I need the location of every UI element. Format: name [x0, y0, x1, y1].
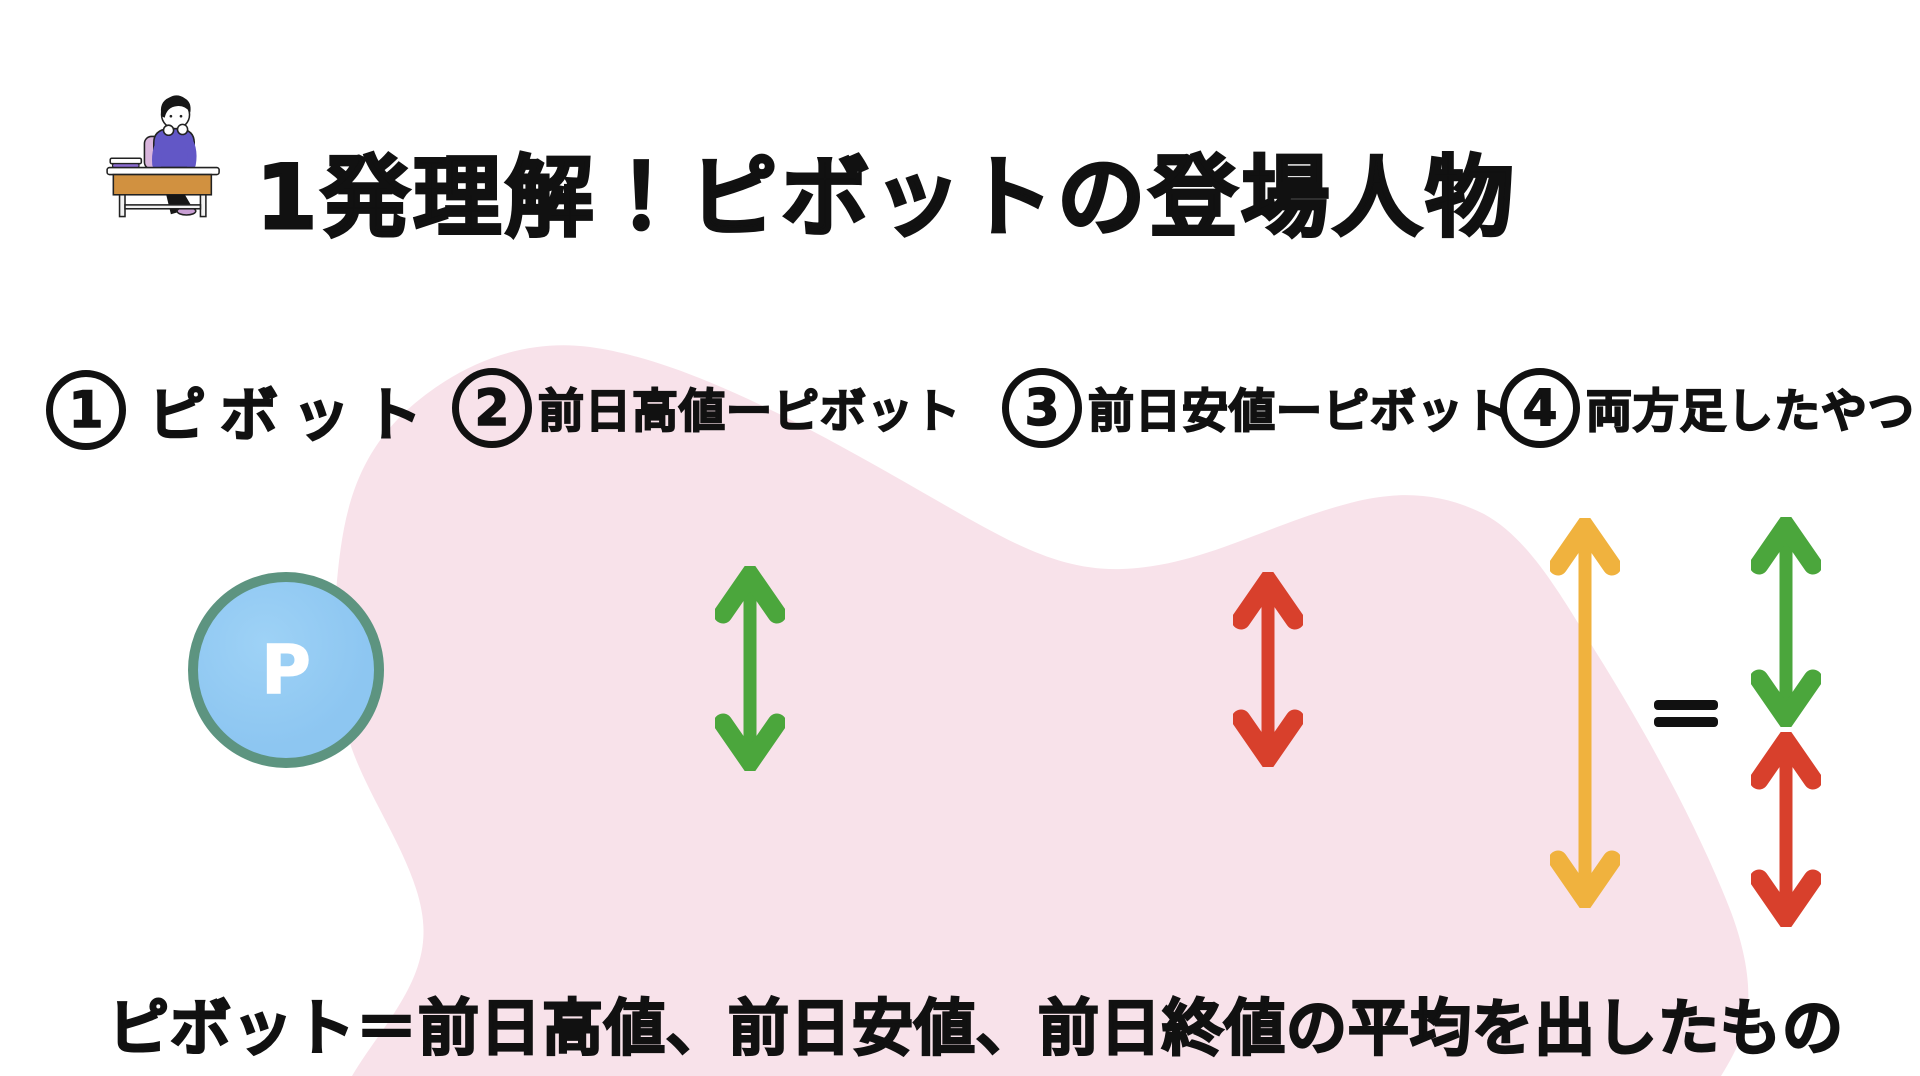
legend-item-4-label: 両方足したやつ [1585, 383, 1915, 439]
sum-green-double-arrow-icon [1751, 517, 1821, 727]
legend-item-1-label: ピボット [147, 380, 437, 450]
red-double-arrow-icon [1233, 572, 1303, 767]
circled-number-2: 2 [452, 368, 532, 448]
circled-number-1: 1 [46, 370, 126, 450]
person-hand-right [176, 123, 189, 136]
book-icon [109, 157, 143, 165]
legend-item-low-minus-pivot: 3 前日安値ーピボット [1002, 368, 1511, 448]
person-eye-left [169, 114, 173, 118]
legend-item-pivot: 1 ピボット [46, 368, 436, 452]
sum-red-double-arrow-icon [1751, 732, 1821, 927]
circled-number-4: 4 [1500, 368, 1580, 448]
equals-bar [1654, 717, 1718, 727]
desk-panel [112, 173, 213, 196]
desk-crossbar [124, 204, 202, 210]
pivot-formula-text: ピボット＝前日高値、前日安値、前日終値の平均を出したもの [107, 992, 1845, 1065]
legend-item-sum-of-both: 4 両方足したやつ [1500, 368, 1915, 448]
desk-top [106, 166, 220, 176]
person-hand-left [162, 124, 175, 137]
pivot-point-circle: P [188, 572, 384, 768]
person-eye-right [179, 114, 183, 118]
orange-double-arrow-icon [1550, 518, 1620, 908]
equals-bar [1654, 700, 1718, 710]
legend-item-2-label: 前日高値ーピボット [537, 383, 961, 439]
legend-item-high-minus-pivot: 2 前日高値ーピボット [452, 368, 961, 448]
person-right-arm [180, 131, 197, 170]
person-left-arm [152, 133, 170, 170]
page-title: 1発理解！ピボットの登場人物 [255, 144, 1518, 250]
circled-number-3: 3 [1002, 368, 1082, 448]
desk-leg [199, 194, 207, 218]
equals-sign [1654, 700, 1718, 728]
header: 1発理解！ピボットの登場人物 [0, 0, 1920, 260]
person-hair [160, 95, 191, 118]
pivot-circle-label: P [261, 630, 312, 710]
legend-item-3-label: 前日安値ーピボット [1087, 383, 1511, 439]
thinking-person-at-desk-illustration [106, 95, 220, 218]
green-double-arrow-icon [715, 566, 785, 771]
desk-leg [118, 194, 126, 218]
